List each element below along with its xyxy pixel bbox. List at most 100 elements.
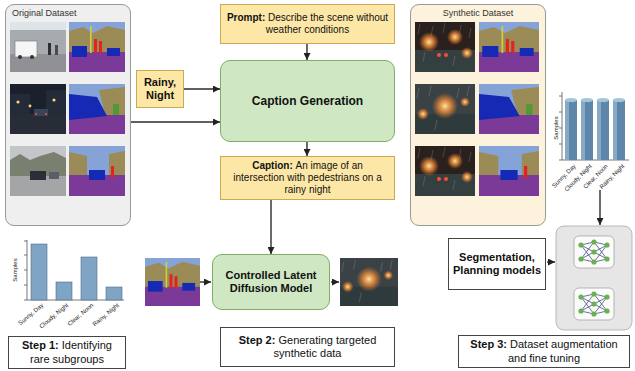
network-icon (574, 236, 614, 268)
label-anchor: Rainy, Night (551, 163, 621, 169)
chart-bar (565, 100, 577, 160)
step-box: Step 1:Identifying rare subgroups (8, 336, 126, 369)
segmentation-map (145, 258, 200, 306)
label-anchor: Samples (0, 267, 55, 273)
chart-bar-top (613, 98, 625, 102)
network-node (591, 301, 596, 306)
category-label: Cloudy, Night (39, 302, 70, 329)
synthetic-photo (415, 146, 475, 196)
network-node (591, 259, 596, 264)
step-text: Generating targeted synthetic data (274, 334, 377, 359)
flow-arrow (306, 142, 307, 156)
flow-arrow (547, 261, 555, 262)
step-text: Step 1: (22, 339, 59, 351)
label-anchor: Rainy, Night (46, 302, 116, 308)
chart-ticks (559, 96, 562, 160)
chart-bar (31, 244, 47, 300)
label-anchor: Clear, Noon (535, 163, 605, 169)
condition-box: Rainy, Night (136, 70, 184, 108)
network-node (578, 308, 583, 313)
segmentation-map (479, 84, 539, 134)
chart-bar-top (565, 98, 577, 102)
prompt-text: Describe the scene without weather condi… (266, 12, 388, 35)
flow-arrow (331, 281, 339, 282)
flow-arrow (131, 121, 220, 122)
chart-bar (81, 257, 97, 300)
category-label: Rainy, Night (91, 302, 120, 327)
network-node (604, 256, 609, 261)
chart-bar-top (597, 98, 609, 102)
axis-title: Samples (12, 258, 18, 281)
step-text: Dataset augmentation and fine tuning (508, 338, 618, 363)
step-text: Step 2: (239, 334, 276, 346)
panel-title: Original Dataset (12, 8, 77, 18)
street-photo (10, 84, 66, 134)
segmentation-map (69, 22, 125, 72)
label-anchor: Sunny, Day (503, 163, 573, 169)
synthetic-photo (340, 258, 398, 306)
label-anchor: Cloudy, Night (519, 163, 589, 169)
network-links (581, 294, 607, 314)
network-node (604, 242, 609, 247)
network-node (591, 311, 596, 316)
chart-bar (597, 100, 609, 160)
network-icon (574, 288, 614, 320)
caption-text: Caption: (252, 160, 293, 171)
chart-bar (106, 287, 122, 300)
prompt-box: Prompt:Describe the scene without weathe… (220, 4, 395, 44)
caption-box: Caption:An image of an intersection with… (220, 156, 395, 200)
network-node (578, 256, 583, 261)
chart-bar-shine (597, 100, 601, 160)
chart-bar (581, 100, 593, 160)
panel-title: Synthetic Dataset (443, 8, 514, 18)
network-node (591, 239, 596, 244)
chart-bar (56, 282, 72, 300)
condition-text: Rainy, Night (144, 76, 176, 101)
chart-ticks (24, 241, 27, 300)
network-node (578, 294, 583, 299)
chart-bar-shine (565, 100, 569, 160)
segmentation-map (479, 146, 539, 196)
dataset-panel: Synthetic Dataset (410, 4, 546, 226)
chart-bar-shine (613, 100, 617, 160)
step-text: Step 3: (470, 338, 507, 350)
flow-arrow (306, 44, 307, 60)
chart-axis (562, 92, 563, 160)
step-box: Step 3:Dataset augmentation and fine tun… (458, 335, 630, 368)
chart-bar (613, 100, 625, 160)
synthetic-photo (415, 84, 475, 134)
label-anchor: Samples (516, 125, 596, 131)
process-name: Controlled Latent Diffusion Model (225, 269, 316, 294)
label-anchor: Clear, Noon (21, 302, 91, 308)
process-box: Caption Generation (220, 60, 395, 142)
synthetic-photo (415, 22, 475, 72)
segmentation-map (479, 22, 539, 72)
network-links (581, 242, 607, 262)
network-node (591, 249, 596, 254)
flow-arrow (270, 200, 271, 254)
model-panel (556, 226, 632, 330)
category-label: Rainy, Night (598, 163, 625, 190)
flow-arrow (200, 281, 211, 282)
network-node (591, 291, 596, 296)
segmentation-map (69, 146, 125, 196)
model-name: Segmentation, Planning models (453, 251, 541, 276)
network-node (604, 308, 609, 313)
panel-fill (410, 4, 546, 226)
axis-title: Samples (553, 116, 559, 139)
segmentation-map (69, 84, 125, 134)
chart-bar-shine (581, 100, 585, 160)
flow-arrow (184, 88, 220, 89)
street-photo (10, 22, 66, 72)
prompt-text: Prompt: (227, 12, 265, 23)
category-label: Clear, Noon (67, 302, 95, 327)
label-anchor: Sunny, Day (0, 302, 41, 308)
panel-fill (5, 4, 131, 226)
street-photo (10, 146, 66, 196)
step-box: Step 2:Generating targeted synthetic dat… (220, 327, 395, 367)
process-box: Controlled Latent Diffusion Model (212, 254, 330, 310)
process-name: Caption Generation (252, 94, 363, 108)
network-node (604, 294, 609, 299)
flow-arrow (599, 190, 600, 225)
